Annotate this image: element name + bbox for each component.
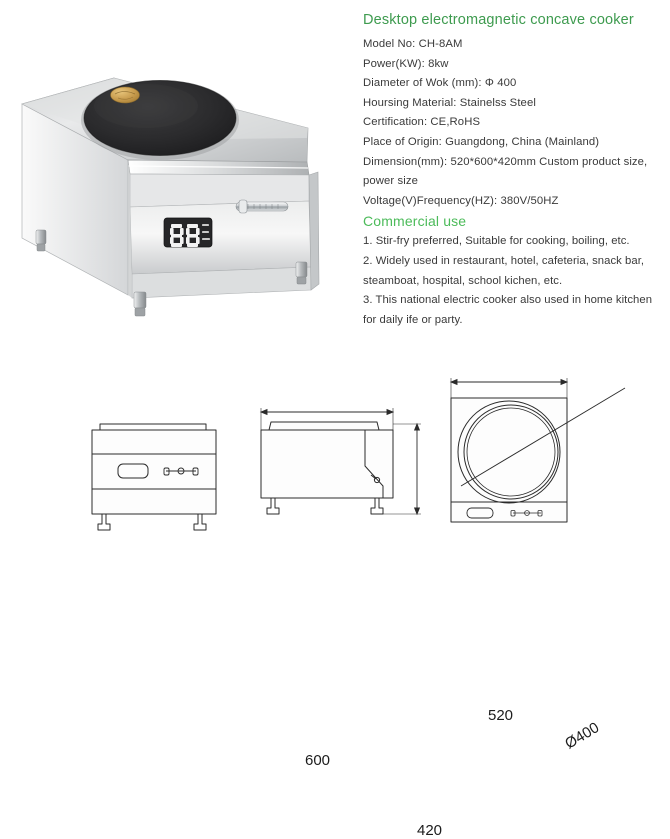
digital-display [163, 217, 213, 248]
cooker-front-lip [127, 159, 310, 176]
front-elevation-drawing [78, 414, 230, 539]
commercial-use-item-3: 3. This national electric cooker also us… [363, 294, 653, 326]
spec-housing: Hoursing Material: Stainelss Steel [363, 96, 536, 109]
wok-sticker-icon [110, 86, 140, 104]
diameter-leader-line [460, 387, 626, 487]
dimension-label-diameter: Ø400 [562, 719, 603, 753]
cooker-illustration [21, 77, 320, 317]
page-title: Desktop electromagnetic concave cooker [363, 12, 634, 28]
dimension-420-arrow [383, 422, 421, 516]
commercial-use-item-1: 1. Stir-fry preferred, Suitable for cook… [363, 235, 630, 248]
spec-voltage: Voltage(V)Frequency(HZ): 380V/50HZ [363, 194, 559, 207]
specification-panel: Desktop electromagnetic concave cooker M… [363, 12, 663, 330]
commercial-use-item-2: 2. Widely used in restaurant, hotel, caf… [363, 254, 645, 287]
dimension-label-520: 520 [488, 707, 514, 724]
spec-power: Power(KW): 8kw [363, 57, 449, 70]
product-photo [8, 62, 338, 347]
commercial-use-heading: Commercial use [363, 213, 467, 230]
dimension-label-600: 600 [305, 752, 331, 769]
spec-origin: Place of Origin: Guangdong, China (Mainl… [363, 135, 600, 148]
spec-model: Model No: CH-8AM [363, 38, 463, 50]
dimension-600-arrow [259, 408, 395, 430]
control-panel [129, 199, 312, 275]
cooker-legs [35, 229, 308, 317]
spec-dimension: Dimension(mm): 520*600*420mm Custom prod… [363, 155, 648, 188]
top-plan-drawing [437, 354, 662, 549]
dimension-520-arrow [449, 378, 569, 400]
spec-wok-diameter: Diameter of Wok (mm): Φ 400 [363, 77, 517, 90]
dimension-label-420: 420 [417, 822, 443, 839]
cooker-right-panel [308, 171, 320, 291]
cooker-body-shadow [128, 160, 132, 298]
technical-drawings-section: 600 420 520 Ø400 [0, 352, 670, 839]
spec-certification: Certification: CE,RoHS [363, 116, 481, 129]
slider-control[interactable] [235, 199, 289, 214]
wok-basin [81, 80, 239, 160]
side-elevation-drawing [253, 390, 453, 545]
product-overview-section: Desktop electromagnetic concave cooker M… [0, 0, 670, 352]
